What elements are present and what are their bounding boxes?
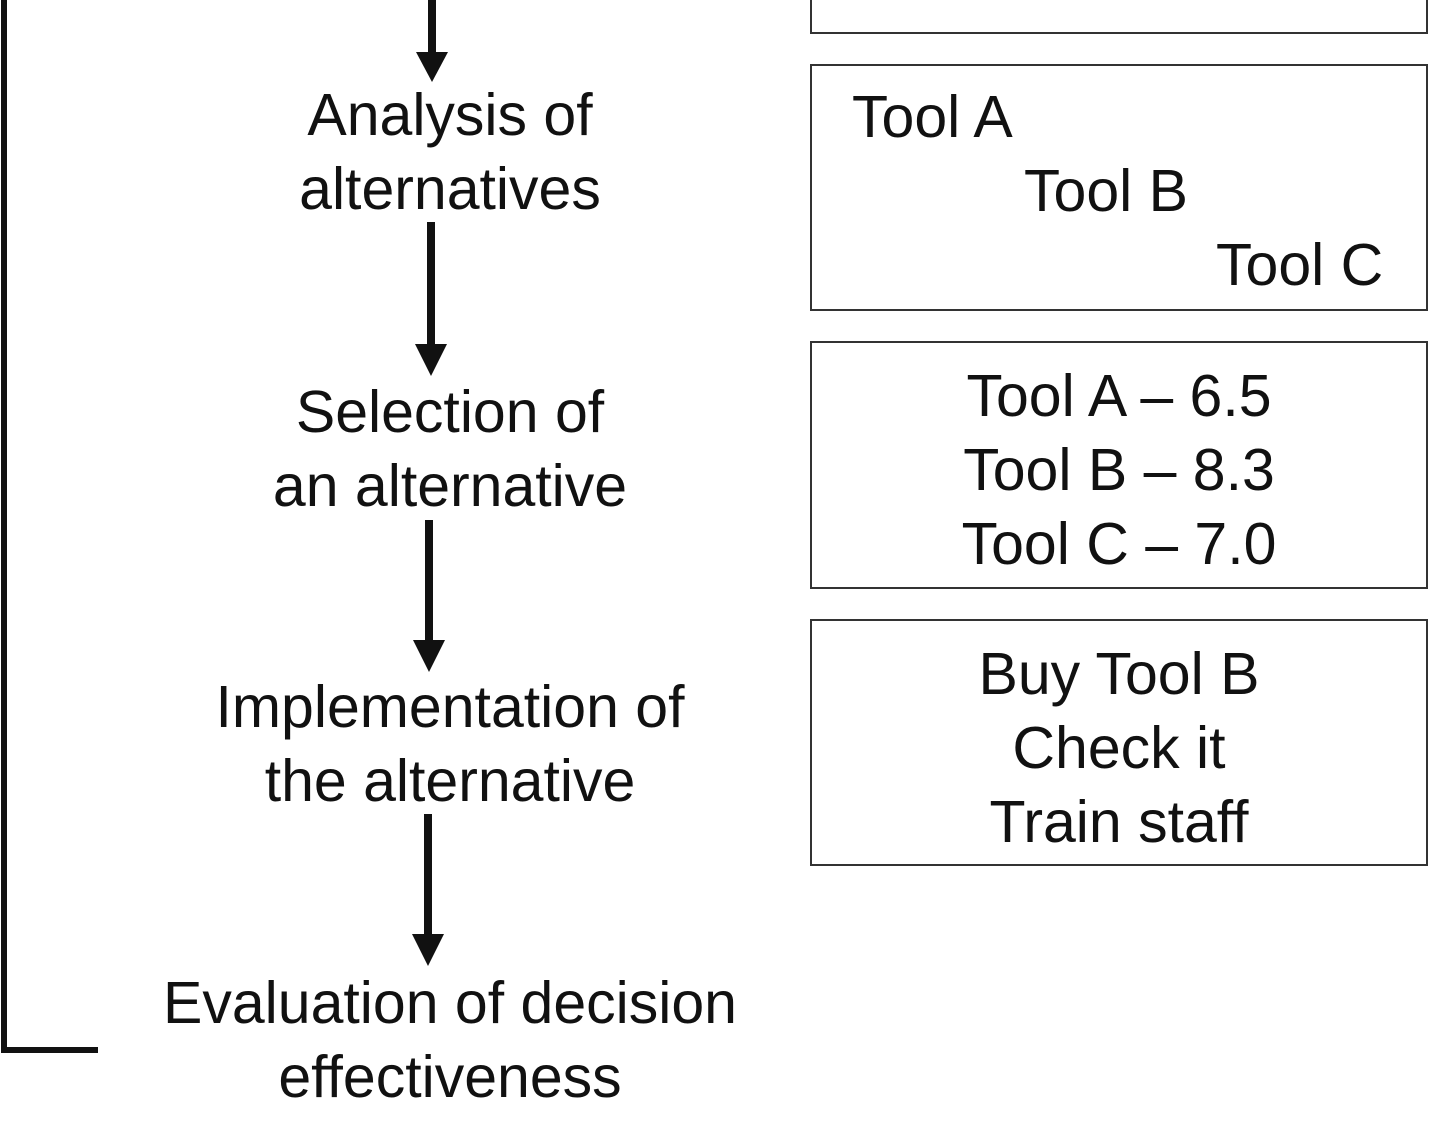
tools-box-top-partial: Tool C bbox=[810, 0, 1428, 34]
implementation-step-buy: Buy Tool B bbox=[978, 641, 1260, 707]
arrowhead-implementation-to-evaluation bbox=[412, 934, 444, 966]
step-implementation-label: Implementation of the alternative bbox=[215, 674, 685, 814]
tools-box-implementation: Buy Tool B Check it Train staff bbox=[810, 619, 1428, 866]
selection-score-c: Tool C – 7.0 bbox=[961, 511, 1277, 577]
selection-score-a: Tool A – 6.5 bbox=[966, 363, 1272, 429]
arrowhead-into-analysis bbox=[416, 52, 448, 82]
step-selection-label: Selection of an alternative bbox=[272, 379, 628, 519]
implementation-step-check: Check it bbox=[1012, 715, 1226, 781]
arrowhead-analysis-to-selection bbox=[415, 344, 447, 376]
analysis-tool-c: Tool C bbox=[1216, 232, 1384, 298]
analysis-tool-b: Tool B bbox=[1024, 158, 1188, 224]
arrowhead-selection-to-implementation bbox=[413, 640, 445, 672]
step-evaluation-label: Evaluation of decision effectiveness bbox=[163, 970, 737, 1110]
flow-arrows bbox=[412, 0, 448, 966]
selection-score-b: Tool B – 8.3 bbox=[963, 437, 1275, 503]
tools-box-analysis: Tool A Tool B Tool C bbox=[810, 64, 1428, 311]
step-analysis-label: Analysis of alternatives bbox=[299, 82, 601, 222]
analysis-tool-a: Tool A bbox=[852, 84, 1013, 150]
tools-box-selection: Tool A – 6.5 Tool B – 8.3 Tool C – 7.0 bbox=[810, 341, 1428, 589]
tools-box-top-text: Tool C bbox=[812, 0, 1426, 8]
feedback-loop-line bbox=[1, 0, 98, 1053]
implementation-step-train: Train staff bbox=[989, 789, 1249, 855]
